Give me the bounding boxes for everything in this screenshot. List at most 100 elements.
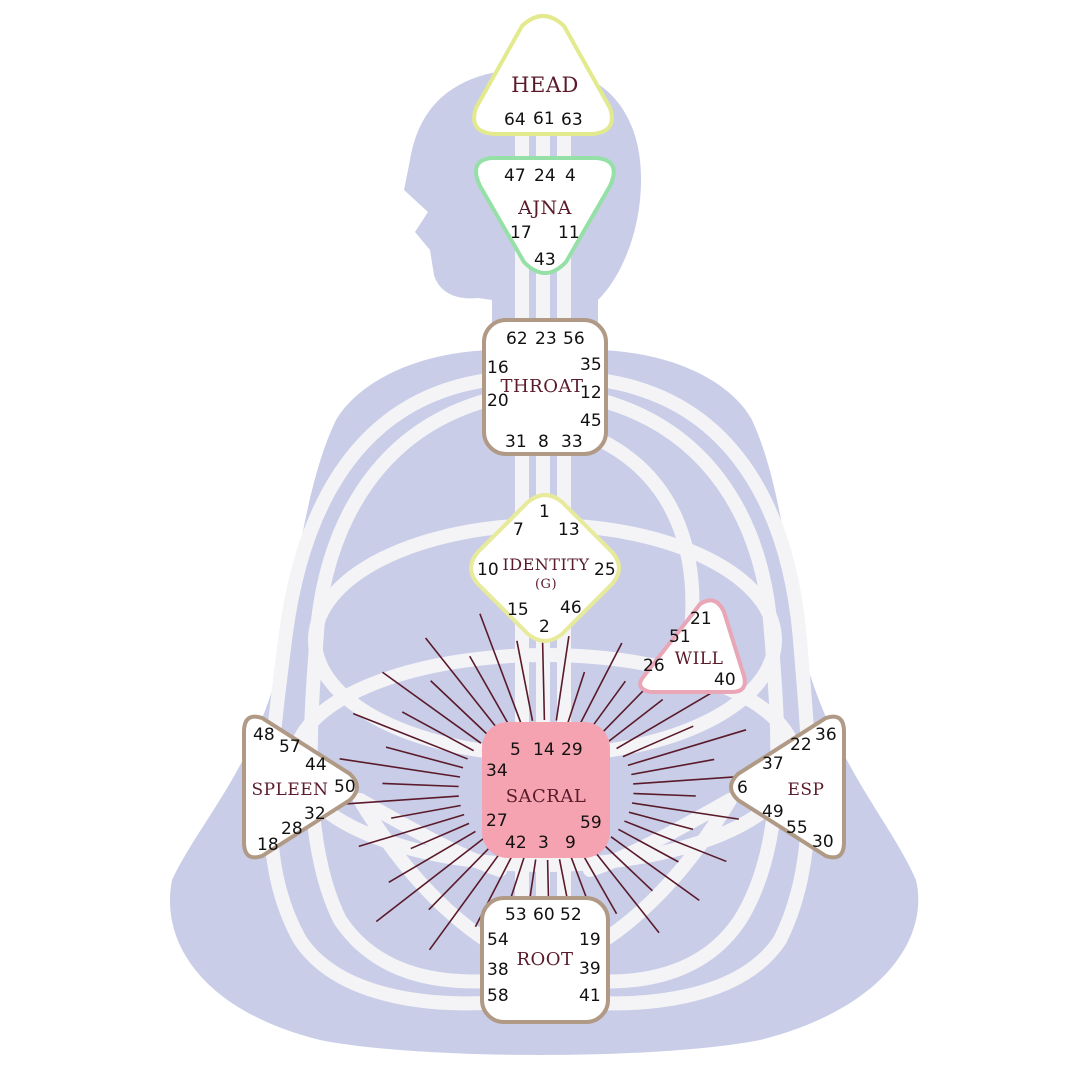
gate-44: 44 bbox=[305, 755, 327, 775]
sacral-ray bbox=[618, 828, 679, 863]
gate-48: 48 bbox=[253, 725, 275, 745]
gate-49: 49 bbox=[762, 802, 784, 822]
esp-label: ESP bbox=[788, 780, 825, 800]
gate-11: 11 bbox=[558, 223, 580, 243]
gate-21: 21 bbox=[690, 609, 712, 629]
gate-59: 59 bbox=[580, 813, 602, 833]
gate-10: 10 bbox=[477, 560, 499, 580]
sacral-ray bbox=[627, 729, 747, 767]
gate-28: 28 bbox=[281, 819, 303, 839]
gate-22: 22 bbox=[790, 735, 812, 755]
ajna-label: AJNA bbox=[517, 197, 572, 219]
center-spleen[interactable]: SPLEEN 48 57 44 50 32 28 18 bbox=[242, 714, 359, 860]
ajna-shape bbox=[474, 156, 616, 275]
gate-19: 19 bbox=[579, 930, 601, 950]
gate-47: 47 bbox=[504, 166, 526, 186]
sacral-ray bbox=[592, 848, 660, 934]
gate-56: 56 bbox=[563, 329, 585, 349]
throat-label: THROAT bbox=[500, 376, 583, 397]
sacral-ray bbox=[516, 640, 534, 721]
sacral-ray bbox=[610, 836, 700, 902]
gate-24: 24 bbox=[534, 166, 556, 186]
sacral-ray bbox=[382, 782, 459, 788]
sacral-ray bbox=[589, 680, 627, 731]
sacral-ray bbox=[624, 820, 727, 863]
center-esp[interactable]: ESP 36 22 37 6 49 55 30 bbox=[729, 714, 846, 860]
gate-55: 55 bbox=[786, 818, 808, 838]
gate-64: 64 bbox=[504, 110, 526, 130]
sacral-ray bbox=[428, 844, 493, 911]
identity-sublabel: (G) bbox=[535, 577, 557, 592]
sacral-ray bbox=[375, 838, 484, 923]
identity-shape bbox=[469, 493, 621, 643]
gate-63: 63 bbox=[561, 110, 583, 130]
gate-62: 62 bbox=[506, 329, 528, 349]
gate-29: 29 bbox=[561, 740, 583, 760]
will-label: WILL bbox=[675, 649, 724, 669]
gate-36: 36 bbox=[815, 725, 837, 745]
sacral-ray bbox=[567, 671, 586, 723]
gate-53: 53 bbox=[505, 905, 527, 925]
gate-27: 27 bbox=[486, 811, 508, 831]
gate-23: 23 bbox=[535, 329, 557, 349]
gate-61: 61 bbox=[533, 109, 555, 129]
sacral-ray bbox=[382, 671, 482, 744]
gate-57: 57 bbox=[279, 737, 301, 757]
sacral-ray bbox=[555, 635, 570, 721]
sacral-ray bbox=[410, 822, 470, 850]
throat-shape bbox=[482, 318, 608, 456]
center-will[interactable]: WILL 21 51 26 40 bbox=[638, 598, 747, 694]
will-shape bbox=[638, 598, 747, 694]
center-root[interactable]: ROOT 53 60 52 54 19 38 39 58 41 bbox=[480, 896, 610, 1024]
gate-51: 51 bbox=[669, 627, 691, 647]
gate-37: 37 bbox=[762, 754, 784, 774]
root-shape bbox=[480, 896, 610, 1024]
gate-25: 25 bbox=[594, 560, 616, 580]
sacral-ray bbox=[633, 792, 696, 797]
sacral-ray bbox=[622, 725, 694, 758]
identity-label: IDENTITY bbox=[502, 555, 589, 574]
gate-9: 9 bbox=[565, 833, 576, 853]
spleen-shape bbox=[242, 714, 359, 860]
head-shape bbox=[472, 14, 614, 136]
gate-8: 8 bbox=[538, 432, 549, 452]
gate-34: 34 bbox=[486, 761, 508, 781]
gate-60: 60 bbox=[533, 905, 555, 925]
sacral-ray bbox=[578, 642, 623, 726]
gate-26: 26 bbox=[643, 656, 665, 676]
gate-16: 16 bbox=[487, 358, 509, 378]
sacral-ray bbox=[391, 804, 461, 819]
sacral-ray bbox=[479, 613, 522, 724]
center-throat[interactable]: THROAT 62 23 56 16 35 20 12 45 31 8 33 bbox=[482, 318, 608, 456]
gate-2: 2 bbox=[539, 617, 550, 637]
gate-46: 46 bbox=[560, 598, 582, 618]
center-sacral[interactable]: SACRAL 5 14 29 34 27 59 42 3 9 bbox=[482, 722, 610, 858]
sacral-ray bbox=[631, 802, 739, 820]
gate-43: 43 bbox=[534, 250, 556, 270]
center-ajna[interactable]: AJNA 47 24 4 17 11 43 bbox=[474, 156, 616, 275]
spleen-label: SPLEEN bbox=[251, 780, 328, 800]
gate-31: 31 bbox=[505, 432, 527, 452]
gate-15: 15 bbox=[507, 600, 529, 620]
head-label: HEAD bbox=[511, 73, 579, 97]
center-identity[interactable]: IDENTITY (G) 1 7 13 10 25 15 46 2 bbox=[469, 493, 621, 643]
sacral-ray bbox=[353, 712, 468, 760]
sacral-label: SACRAL bbox=[506, 786, 587, 807]
gate-45: 45 bbox=[580, 411, 602, 431]
sacral-ray bbox=[469, 655, 511, 727]
gate-14: 14 bbox=[533, 740, 555, 760]
gate-4: 4 bbox=[565, 166, 576, 186]
sacral-ray bbox=[601, 842, 654, 892]
gate-6: 6 bbox=[737, 778, 748, 798]
gate-52: 52 bbox=[560, 905, 582, 925]
gate-12: 12 bbox=[580, 383, 602, 403]
sacral-ray bbox=[388, 830, 476, 883]
sacral-ray bbox=[628, 811, 694, 831]
sacral-ray bbox=[608, 698, 664, 742]
gate-39: 39 bbox=[579, 959, 601, 979]
gate-40: 40 bbox=[714, 670, 736, 690]
gate-41: 41 bbox=[579, 986, 601, 1006]
root-label: ROOT bbox=[516, 949, 573, 970]
center-head[interactable]: HEAD 64 61 63 bbox=[472, 14, 614, 136]
